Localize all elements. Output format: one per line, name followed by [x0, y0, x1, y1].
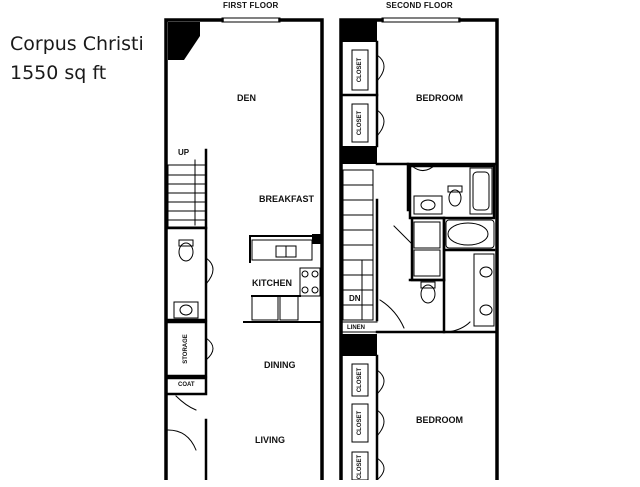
fireplace — [168, 22, 200, 60]
stair-down-label: DN — [349, 294, 361, 303]
room-closet-3: CLOSET — [357, 367, 363, 393]
stair-up-label: UP — [178, 148, 190, 157]
second-floor-window — [381, 17, 461, 23]
room-storage: STORAGE — [183, 334, 189, 364]
room-bedroom-top: BEDROOM — [416, 93, 463, 103]
room-dining: DINING — [264, 360, 296, 370]
room-kitchen: KITCHEN — [252, 278, 292, 288]
plan-area: 1550 sq ft — [10, 62, 107, 84]
first-floor-title: FIRST FLOOR — [223, 1, 279, 10]
room-closet-1: CLOSET — [357, 57, 363, 83]
room-den: DEN — [237, 93, 257, 103]
second-floor-stair — [342, 169, 374, 321]
room-linen: LINEN — [347, 325, 365, 331]
first-floor-walls — [164, 18, 324, 480]
plan-name: Corpus Christi — [10, 33, 144, 55]
first-floor-stair — [167, 159, 207, 228]
room-living: LIVING — [255, 435, 286, 445]
room-closet-5: CLOSET — [357, 454, 363, 480]
second-floor-title: SECOND FLOOR — [386, 1, 453, 10]
first-floor-window — [221, 17, 281, 23]
room-bedroom-bottom: BEDROOM — [416, 415, 463, 425]
room-closet-4: CLOSET — [357, 410, 363, 436]
room-breakfast: BREAKFAST — [259, 194, 315, 204]
room-closet-2: CLOSET — [357, 110, 363, 136]
room-coat: COAT — [178, 382, 195, 388]
